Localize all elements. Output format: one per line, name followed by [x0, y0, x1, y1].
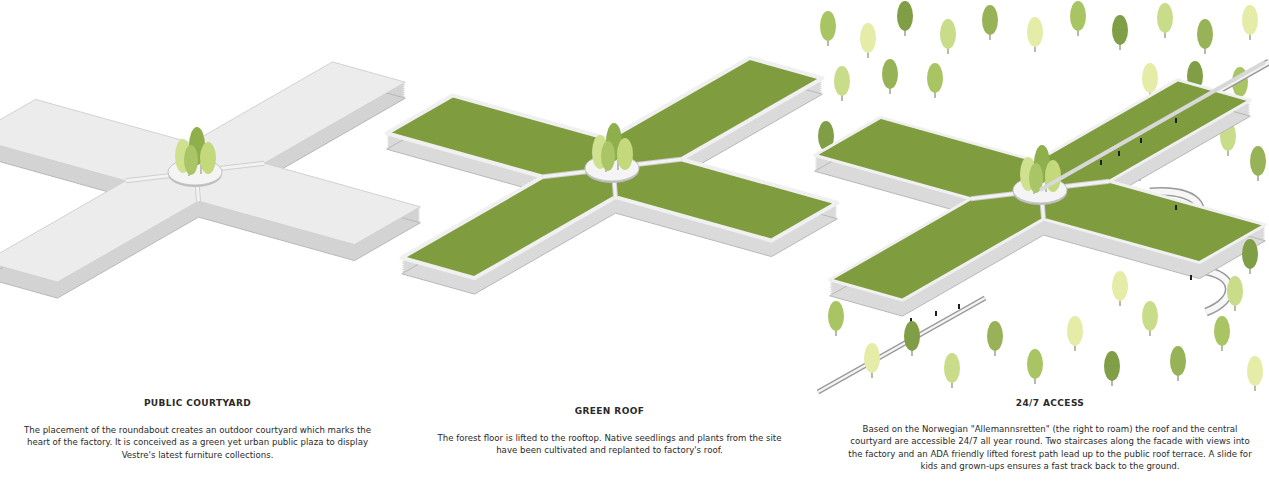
- building-green-roof: [387, 58, 838, 294]
- panel-heading: 24/7 ACCESS: [845, 398, 1255, 408]
- illustration-part: [958, 304, 960, 309]
- illustration-part: [935, 311, 937, 316]
- panel-caption: The forest floor is lifted to the roofto…: [432, 432, 787, 457]
- illustration-part: [0, 62, 420, 282]
- illustration-part: [828, 301, 844, 336]
- illustration-part: [1197, 19, 1213, 54]
- illustration-part: [1242, 239, 1258, 274]
- illustration-part: [1067, 316, 1083, 351]
- illustration-part: [543, 123, 682, 197]
- illustration-part: [1175, 118, 1177, 123]
- illustration-part: [1104, 351, 1120, 386]
- panel-caption: Based on the Norwegian "Allemannsretten"…: [845, 423, 1255, 473]
- building-access: [815, 62, 1266, 316]
- illustration-part: [1112, 15, 1128, 50]
- illustration-part: [834, 66, 850, 101]
- illustration-part: [1040, 62, 1265, 190]
- illustration-part: [897, 1, 913, 36]
- illustration-part: [982, 5, 998, 40]
- illustration-part: [882, 59, 898, 94]
- illustration-part: [940, 19, 956, 54]
- illustration-part: [387, 58, 838, 278]
- illustration-part: [904, 321, 920, 356]
- illustration-part: [1175, 205, 1177, 210]
- illustration-part: [1170, 346, 1186, 381]
- illustration-part: [944, 353, 960, 388]
- illustration-part: [1027, 349, 1043, 384]
- illustration-part: [1027, 17, 1043, 52]
- illustration-part: [820, 11, 836, 46]
- illustration-part: [971, 145, 1110, 219]
- people: [910, 118, 1192, 323]
- illustration-part: [126, 127, 265, 201]
- illustration-part: [1118, 151, 1120, 156]
- illustration-part: [1140, 138, 1142, 143]
- illustration-part: [1100, 160, 1102, 165]
- illustration-part: [987, 321, 1003, 356]
- panel-heading: GREEN ROOF: [432, 406, 787, 416]
- illustration-part: [1070, 1, 1086, 36]
- illustration-part: [1214, 316, 1230, 351]
- panel-caption: The placement of the roundabout creates …: [20, 424, 375, 461]
- illustration-part: [1190, 275, 1192, 280]
- illustration-part: [1247, 356, 1263, 391]
- illustration-part: [927, 63, 943, 98]
- illustration-part: [1142, 301, 1158, 336]
- illustration-part: [1040, 62, 1269, 192]
- illustration-part: [1112, 271, 1128, 306]
- illustration-part: [1157, 3, 1173, 38]
- illustration-part: [1227, 276, 1243, 311]
- illustration-part: [860, 23, 876, 58]
- illustration-part: [1040, 62, 1269, 192]
- forest-front: [828, 239, 1263, 391]
- panel-heading: PUBLIC COURTYARD: [20, 398, 375, 408]
- illustration-part: [864, 343, 880, 378]
- illustration-part: [1242, 5, 1258, 40]
- building-grey: [0, 62, 420, 298]
- illustration-part: [1250, 146, 1266, 181]
